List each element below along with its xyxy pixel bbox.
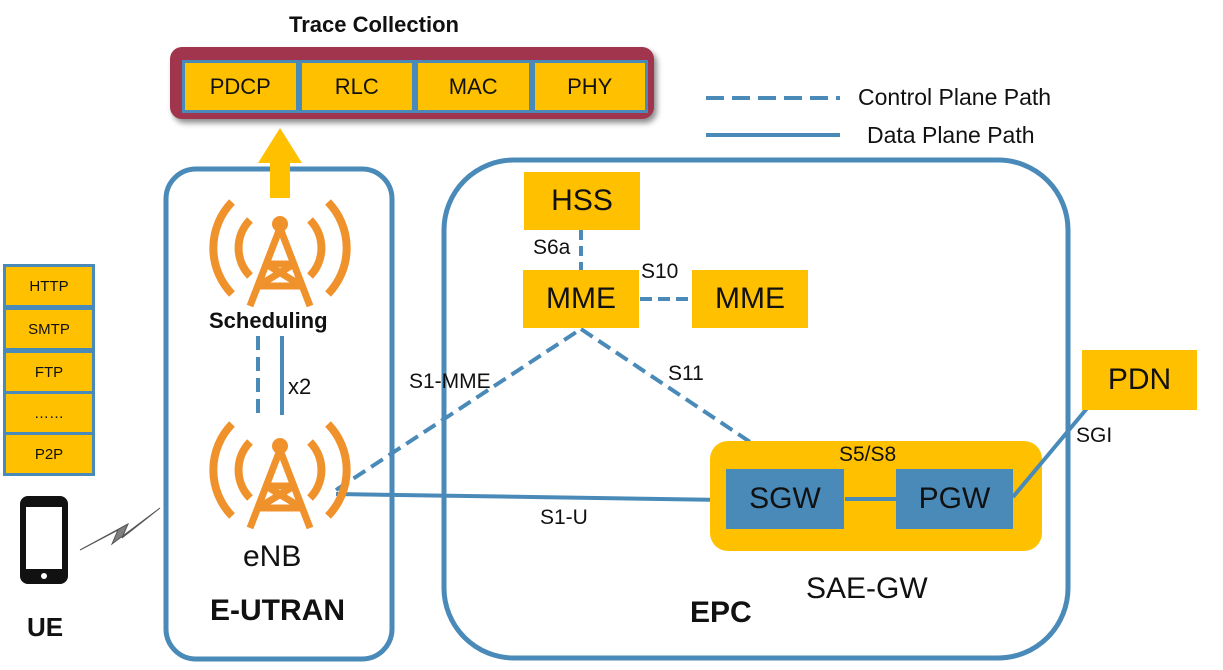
epc-label: EPC bbox=[690, 596, 752, 629]
s10-label: S10 bbox=[641, 260, 679, 283]
sgi-label: SGI bbox=[1076, 424, 1113, 447]
layer-rlc: RLC bbox=[301, 63, 412, 110]
sae-gw-label: SAE-GW bbox=[806, 572, 928, 605]
s5s8-label: S5/S8 bbox=[839, 443, 897, 466]
sgw-node: SGW bbox=[726, 469, 844, 529]
protocol-ftp: FTP bbox=[3, 350, 95, 394]
s11-label: S11 bbox=[668, 362, 704, 385]
s1-u-label: S1-U bbox=[540, 506, 588, 529]
protocol-http: HTTP bbox=[3, 264, 95, 308]
layer-phy: PHY bbox=[534, 63, 645, 110]
ue-label: UE bbox=[27, 612, 64, 642]
trace-arrow-head bbox=[258, 128, 302, 163]
layer-mac: MAC bbox=[418, 63, 529, 110]
s1-mme-line bbox=[334, 327, 583, 492]
protocol-p2p: P2P bbox=[3, 432, 95, 476]
scheduling-label: Scheduling bbox=[209, 308, 328, 333]
trace-layers: PDCP RLC MAC PHY bbox=[182, 60, 648, 113]
wireless-bolt-icon bbox=[79, 507, 161, 551]
trace-title: Trace Collection bbox=[289, 12, 459, 37]
epc-container bbox=[441, 157, 1071, 661]
pdn-node: PDN bbox=[1082, 350, 1197, 410]
s1-u-line bbox=[335, 492, 727, 502]
tower-icon-scheduling bbox=[209, 199, 351, 308]
pgw-node: PGW bbox=[896, 469, 1013, 529]
s1-mme-label: S1-MME bbox=[409, 370, 491, 393]
trace-arrow bbox=[270, 163, 290, 198]
hss-node: HSS bbox=[524, 172, 640, 230]
sgi-line bbox=[1011, 404, 1091, 499]
x2-label: x2 bbox=[288, 374, 312, 399]
legend-data-label: Data Plane Path bbox=[867, 122, 1035, 148]
mme-node-2: MME bbox=[692, 270, 808, 328]
mme-node-1: MME bbox=[523, 270, 639, 328]
eutran-container bbox=[163, 166, 395, 662]
layer-pdcp: PDCP bbox=[185, 63, 296, 110]
enb-label: eNB bbox=[243, 540, 302, 573]
s6a-label: S6a bbox=[533, 236, 571, 259]
tower-icon-enb bbox=[209, 421, 351, 530]
protocol-smtp: SMTP bbox=[3, 307, 95, 351]
phone-icon bbox=[20, 496, 68, 584]
protocol-more: …… bbox=[3, 391, 95, 435]
legend-control-label: Control Plane Path bbox=[858, 84, 1052, 110]
eutran-label: E-UTRAN bbox=[210, 594, 345, 627]
